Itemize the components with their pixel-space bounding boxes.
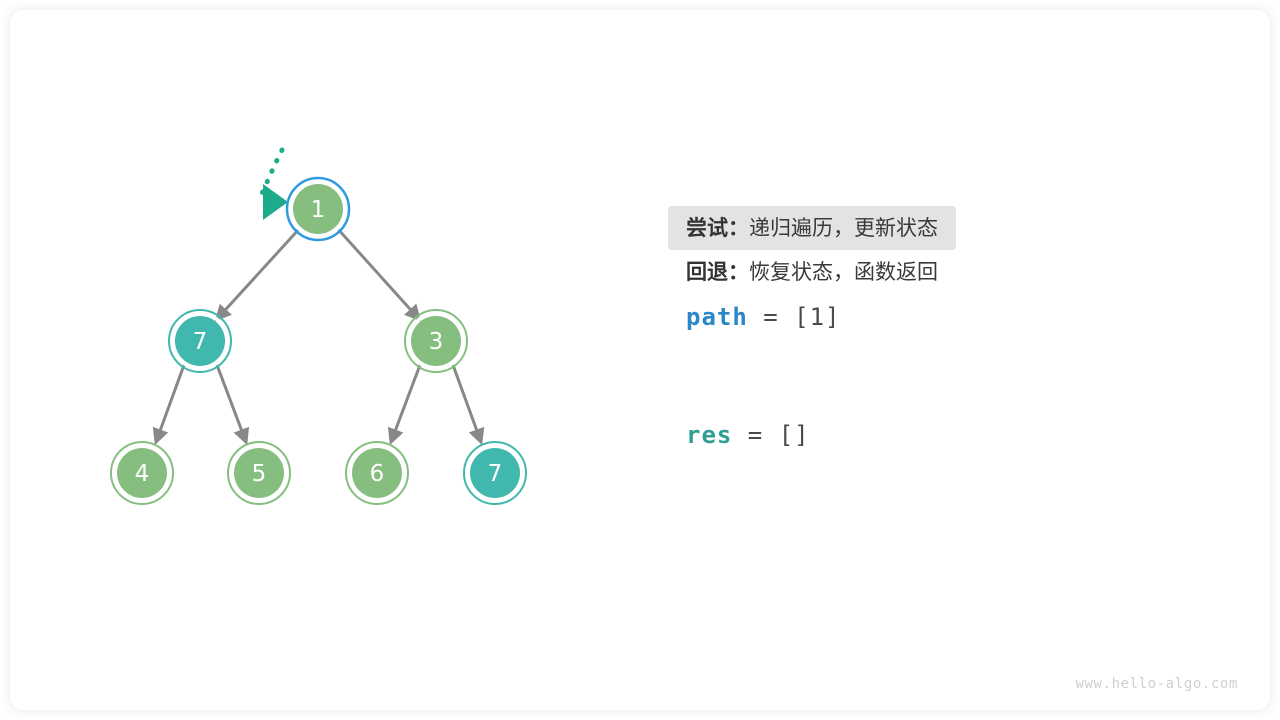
tree-node-7-right[interactable]: 7 [463,441,527,505]
edge-7L-to-5 [215,364,250,446]
try-label: 尝试： [686,216,749,240]
tree-node-1[interactable]: 1 [285,176,351,242]
status-panel: 尝试：递归遍历，更新状态 回退：恢复状态，函数返回 path = [1] res… [668,206,1106,458]
tree-node-7-left-label: 7 [193,329,208,355]
res-state-line: res = [] [686,412,1106,458]
tree-node-4[interactable]: 4 [110,441,174,505]
tree-edges [152,226,485,446]
tree-node-7-right-label: 7 [488,461,503,487]
try-line: 尝试：递归遍历，更新状态 [668,206,956,250]
tree-node-7-left[interactable]: 7 [168,309,232,373]
tree-node-3-label: 3 [429,329,444,355]
recursion-entry-pointer-icon [258,147,288,220]
backtrack-label: 回退： [686,260,749,284]
tree-node-6-label: 6 [370,461,385,487]
res-value: = [] [732,421,810,449]
tree-node-5[interactable]: 5 [227,441,291,505]
try-line-wrapper: 尝试：递归遍历，更新状态 [668,206,1106,250]
tree-node-4-label: 4 [135,461,150,487]
tree-node-5-label: 5 [252,461,267,487]
tree-node-6[interactable]: 6 [345,441,409,505]
path-keyword: path [686,303,748,331]
tree-node-3[interactable]: 3 [404,309,468,373]
path-state-line: path = [1] [686,294,1106,340]
path-value: = [1] [747,303,841,331]
tree-node-1-label: 1 [311,197,326,223]
tree-nodes: 1 7 3 4 [110,176,527,505]
panel-spacer [686,340,1106,412]
backtrack-line: 回退：恢复状态，函数返回 [668,250,1106,294]
edge-1-to-7L [214,226,302,322]
binary-tree-diagram: 1 7 3 4 [110,147,527,505]
edge-1-to-3 [335,226,422,322]
edge-7L-to-4 [152,364,186,446]
edge-3-to-6 [387,364,422,446]
edge-3-to-7R [451,364,485,446]
site-watermark: www.hello-algo.com [1075,676,1238,692]
res-keyword: res [686,421,733,449]
try-text: 递归遍历，更新状态 [749,216,938,240]
backtrack-text: 恢复状态，函数返回 [749,260,938,284]
